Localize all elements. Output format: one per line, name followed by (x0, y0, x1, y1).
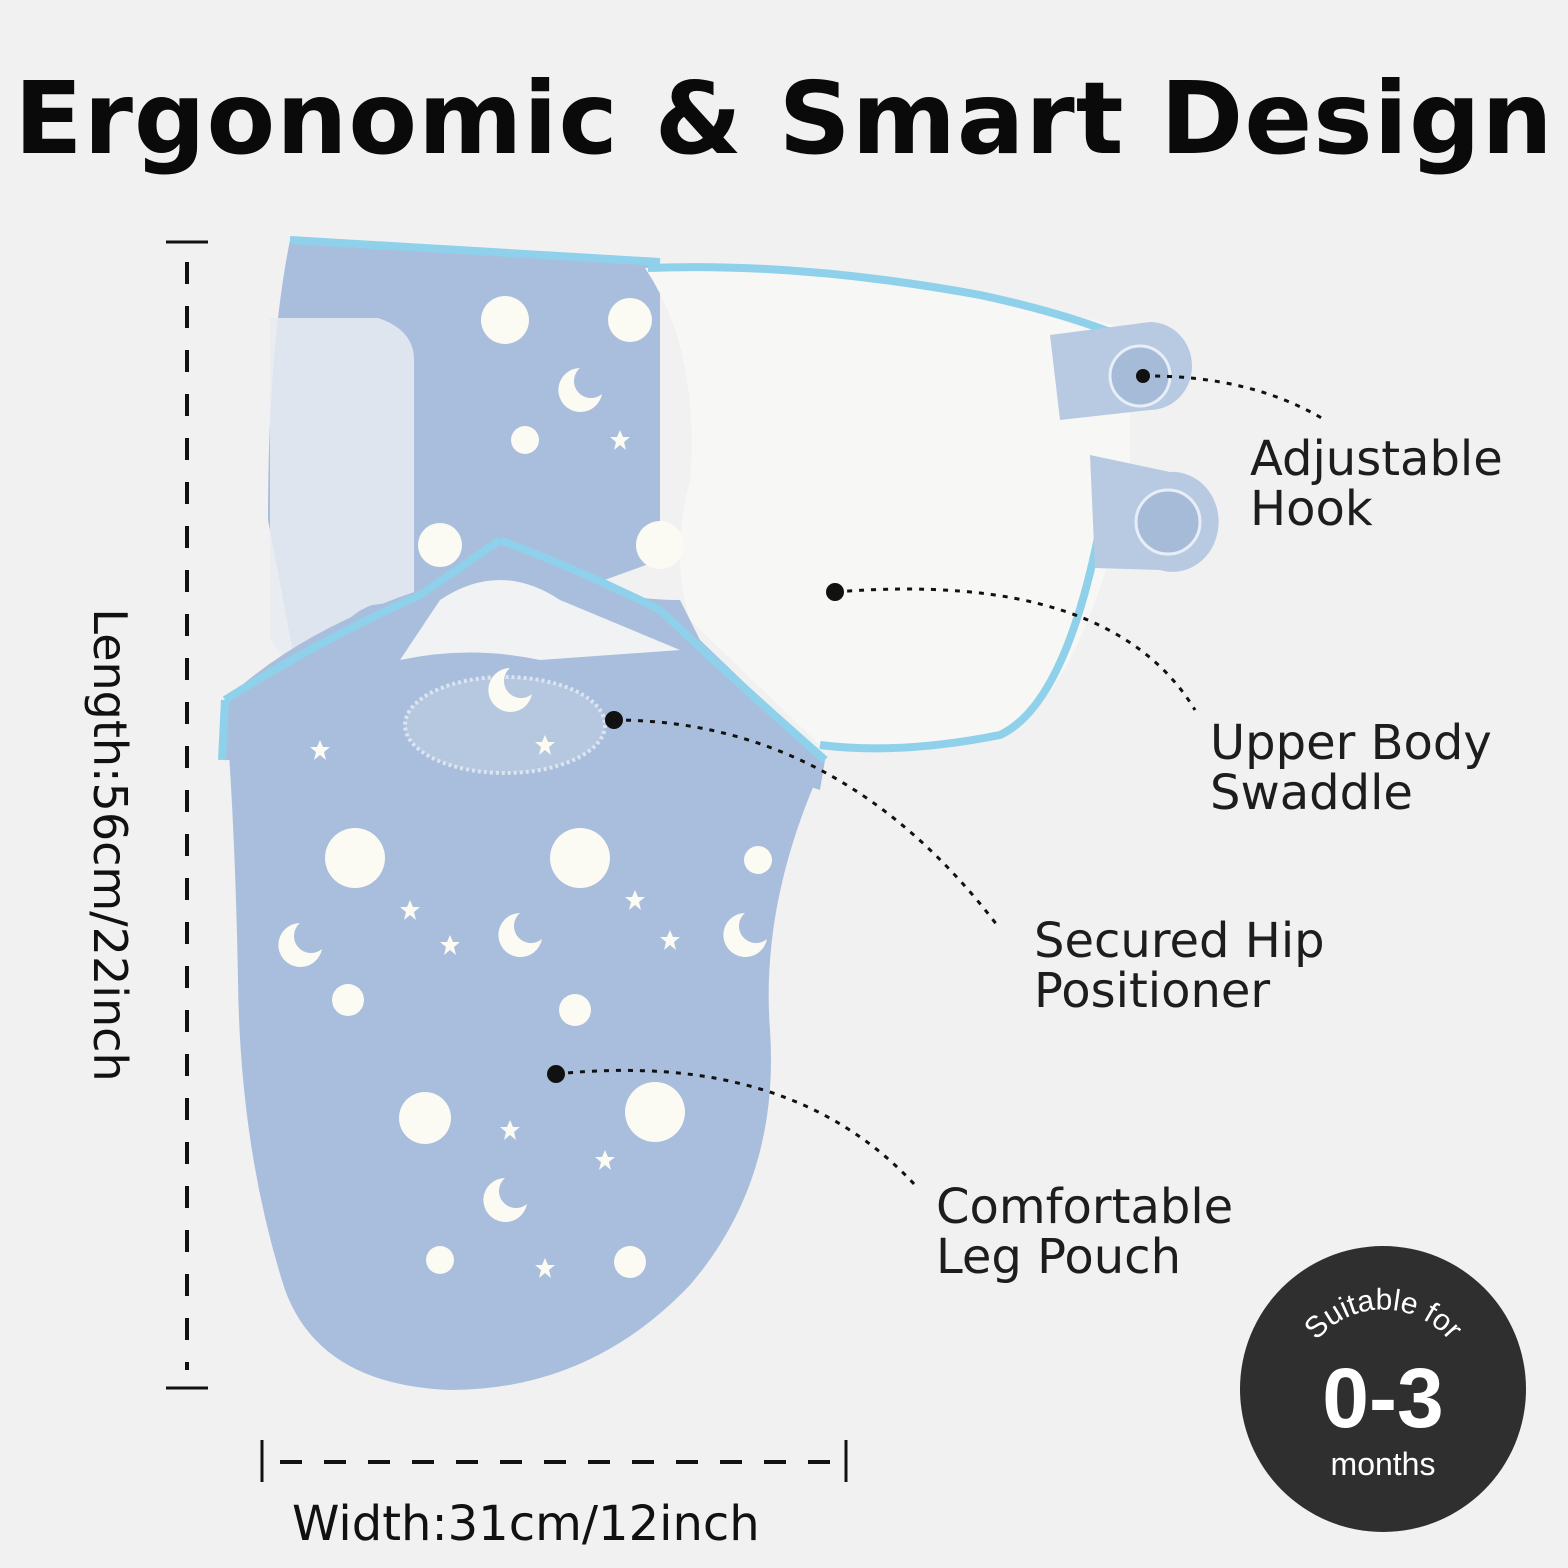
width-dimension-label: Width:31cm/12inch (292, 1496, 760, 1552)
hip-velcro-patch (403, 675, 607, 775)
length-dimension-label: Length:56cm/22inch (83, 608, 137, 1082)
left-velcro-patch (270, 318, 414, 690)
feature-label-secured-hip-positioner: Secured Hip Positioner (1034, 913, 1325, 1019)
feature-label-comfortable-leg-pouch: Comfortable Leg Pouch (936, 1179, 1234, 1285)
svg-text:Suitable for: Suitable for (1298, 1283, 1469, 1345)
upper-body-wing (645, 267, 1130, 749)
age-range-badge: Suitable for 0-3 months (1240, 1246, 1526, 1532)
badge-age-unit: months (1330, 1446, 1436, 1482)
hip-positioner-flap (222, 540, 825, 790)
badge-age-range: 0-3 (1322, 1351, 1444, 1445)
badge-arc-label: Suitable for (1298, 1283, 1469, 1345)
length-dimension-line (166, 240, 208, 1390)
callout-dots (547, 369, 1150, 1083)
width-dimension-line (260, 1440, 848, 1482)
feature-label-upper-body-swaddle: Upper Body Swaddle (1210, 715, 1492, 821)
headline: Ergonomic & Smart Design (14, 60, 1554, 177)
callout-pointers (555, 374, 1326, 1187)
feature-label-adjustable-hook: Adjustable Hook (1250, 431, 1503, 537)
moon-star-pattern (278, 296, 772, 1278)
badge-arc-text: Suitable for (1298, 1283, 1469, 1345)
